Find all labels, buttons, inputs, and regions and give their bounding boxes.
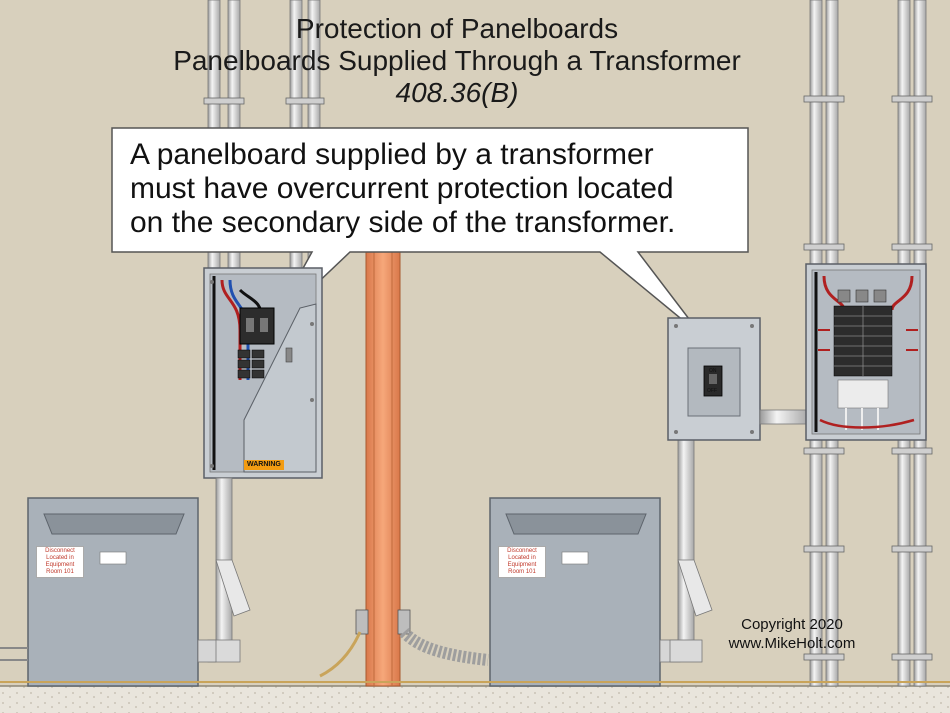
callout-line-1: A panelboard supplied by a transformer	[130, 138, 654, 171]
callout-bubble	[111, 127, 749, 337]
flexible-conduit	[0, 627, 950, 683]
copyright-website: www.MikeHolt.com	[728, 635, 856, 652]
diagram-subtitle: Panelboards Supplied Through a Transform…	[173, 45, 741, 76]
center-transformer-label: Disconnect Located in Equipment Room 101	[498, 546, 546, 578]
callout-text: A panelboard supplied by a transformer m…	[130, 138, 750, 240]
callout-line-2: must have overcurrent protection located	[130, 172, 674, 205]
disconnect-switch	[667, 317, 761, 441]
concrete-floor	[0, 685, 950, 713]
diagram-title: Protection of Panelboards	[295, 13, 619, 44]
left-transformer	[0, 497, 217, 687]
secondary-conduit	[759, 409, 809, 425]
steel-column	[355, 239, 411, 687]
callout-line-3: on the secondary side of the transformer…	[130, 206, 676, 239]
right-panelboard	[805, 263, 927, 441]
switch-off-label: OFF	[707, 388, 717, 394]
left-transformer-label: Disconnect Located in Equipment Room 101	[36, 546, 84, 578]
center-transformer	[489, 497, 681, 687]
copyright-text: Copyright 2020	[741, 616, 843, 633]
center-feeder-conduit	[669, 439, 713, 663]
warning-label: WARNING	[244, 460, 284, 470]
switch-on-label: ON	[709, 368, 717, 374]
code-reference: 408.36(B)	[395, 77, 519, 108]
left-panelboard	[203, 267, 323, 479]
